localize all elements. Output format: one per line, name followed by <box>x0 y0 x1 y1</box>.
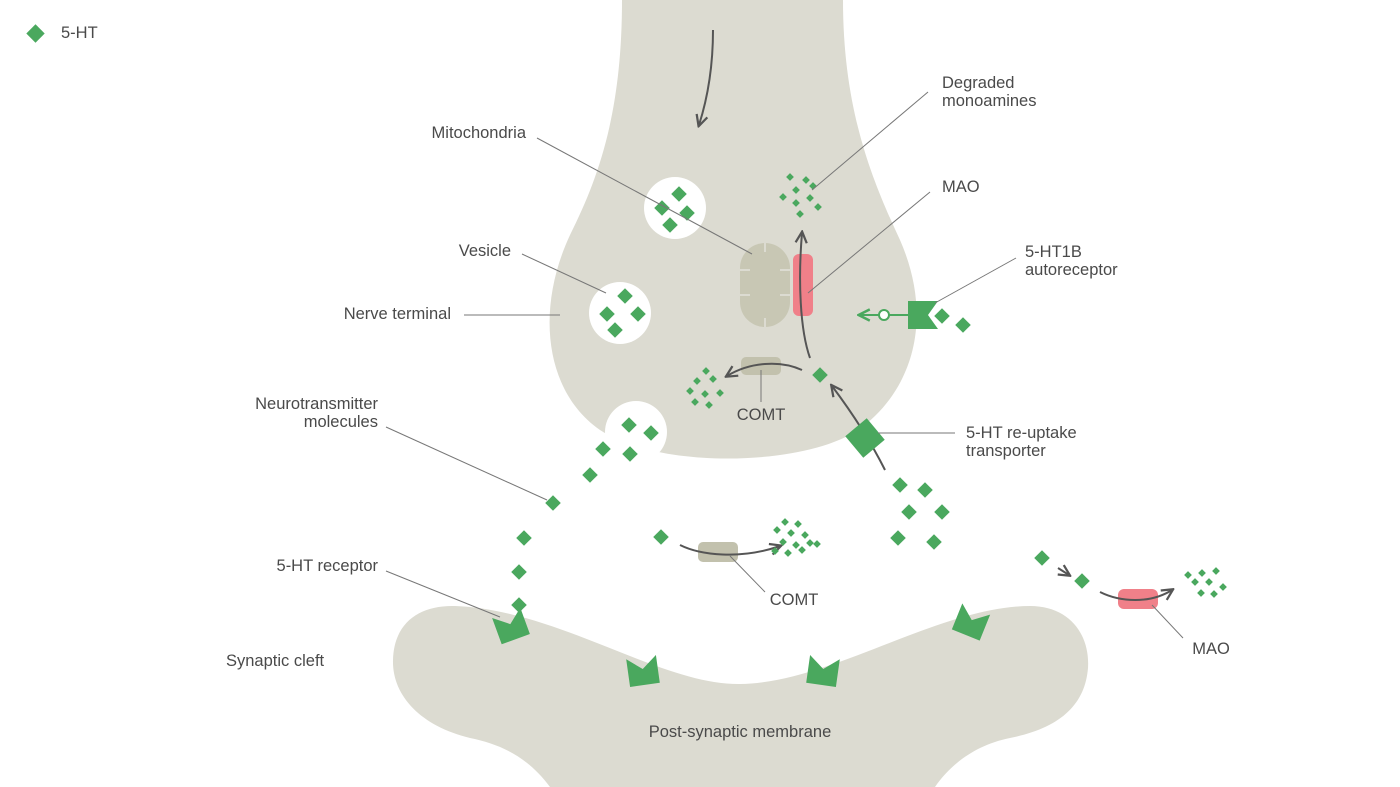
serotonin-molecule <box>654 200 670 216</box>
degraded-monoamine <box>813 540 821 548</box>
degraded-monoamine <box>792 199 800 207</box>
serotonin-molecule <box>582 467 598 483</box>
serotonin-molecule <box>890 530 906 546</box>
label-mao-right: MAO <box>1192 640 1230 658</box>
degraded-monoamine <box>702 367 710 375</box>
serotonin-molecule <box>934 308 950 324</box>
label-5ht-receptor: 5-HT receptor <box>276 557 378 575</box>
serotonin-molecule <box>901 504 917 520</box>
degraded-monoamine <box>705 401 713 409</box>
comt-enzyme-upper <box>741 357 781 375</box>
serotonin-molecule <box>545 495 561 511</box>
degraded-monoamine <box>796 210 804 218</box>
label-comt-lower: COMT <box>769 591 819 609</box>
comt-enzyme-lower <box>698 542 738 562</box>
post-synaptic-membrane <box>392 605 1089 787</box>
degraded-monoamine <box>798 546 806 554</box>
degraded-monoamine <box>786 173 794 181</box>
degraded-monoamine <box>806 194 814 202</box>
degraded-monoamine <box>779 538 787 546</box>
degraded-monoamine <box>1210 590 1218 598</box>
degraded-monoamine <box>701 390 709 398</box>
reuptake-transporter <box>845 418 885 458</box>
degraded-monoamine <box>787 529 795 537</box>
nerve-terminal <box>549 0 917 459</box>
label-mitochondria: Mitochondria <box>431 124 526 142</box>
degraded-monoamine <box>1212 567 1220 575</box>
degraded-monoamine <box>806 539 814 547</box>
label-synaptic-cleft: Synaptic cleft <box>226 652 325 670</box>
serotonin-molecule <box>955 317 971 333</box>
label-vesicle: Vesicle <box>458 242 511 260</box>
degraded-monoamine <box>779 193 787 201</box>
degraded-monoamine <box>693 377 701 385</box>
5ht-receptor <box>806 655 840 687</box>
degraded-monoamine <box>709 375 717 383</box>
degraded-monoamines <box>686 173 1227 598</box>
autoreceptor-5ht1b <box>908 301 938 329</box>
vesicle-releasing <box>605 401 667 463</box>
incoming-signal-arrow <box>699 29 714 125</box>
degraded-monoamine <box>1219 583 1227 591</box>
mao-right-arrow <box>1099 590 1172 601</box>
comt-upper-arrow <box>727 362 803 376</box>
label-autoreceptor: 5-HT1B autoreceptor <box>1025 243 1118 279</box>
mao-enzyme-top <box>793 254 813 316</box>
serotonin-molecule <box>892 477 908 493</box>
label-reuptake-transporter: 5-HT re-uptake transporter <box>966 424 1077 460</box>
degraded-monoamine <box>686 387 694 395</box>
label-comt-upper: COMT <box>736 406 786 424</box>
serotonin-molecule <box>917 482 933 498</box>
reuptake-to-mao-arrow <box>800 233 811 359</box>
serotonin-molecule <box>934 504 950 520</box>
degraded-monoamine <box>1205 578 1213 586</box>
degraded-monoamine <box>771 547 779 555</box>
serotonin-molecule <box>1034 550 1050 566</box>
label-neurotransmitter-molecules: Neurotransmitter molecules <box>255 395 378 431</box>
serotonin-molecule <box>511 564 527 580</box>
5ht-receptor <box>492 607 530 645</box>
serotonin-molecule <box>671 186 687 202</box>
degraded-monoamine <box>1198 569 1206 577</box>
degraded-monoamine <box>781 518 789 526</box>
degraded-monoamine <box>801 531 809 539</box>
leader-lines <box>385 91 1184 639</box>
serotonin-molecule <box>516 530 532 546</box>
degraded-monoamine <box>1184 571 1192 579</box>
mao-right-arrow-in <box>1057 568 1069 575</box>
degraded-monoamine <box>802 176 810 184</box>
5ht-receptor <box>951 603 991 641</box>
vesicle-middle <box>589 282 651 344</box>
degraded-monoamine <box>773 526 781 534</box>
degraded-monoamine <box>792 541 800 549</box>
degraded-monoamine <box>691 398 699 406</box>
serotonin-molecule <box>1074 573 1090 589</box>
label-post-synaptic-membrane: Post-synaptic membrane <box>648 723 832 741</box>
degraded-monoamine <box>814 203 822 211</box>
label-nerve-terminal: Nerve terminal <box>343 305 451 323</box>
label-mao-top: MAO <box>942 178 980 196</box>
mitochondrion <box>740 243 790 327</box>
legend-label: 5-HT <box>61 24 98 42</box>
degraded-monoamine <box>784 549 792 557</box>
degraded-monoamine <box>794 520 802 528</box>
serotonin-molecule <box>653 529 669 545</box>
serotonin-molecule <box>926 534 942 550</box>
serotonin-molecule <box>662 217 678 233</box>
autoreceptor-signal-node <box>878 309 890 321</box>
5ht-receptor <box>626 655 660 687</box>
label-degraded-monoamines: Degraded monoamines <box>942 74 1037 110</box>
diamond-icon <box>26 24 45 43</box>
vesicle-top <box>644 177 706 239</box>
degraded-monoamine <box>1191 578 1199 586</box>
comt-lower-arrow <box>679 545 780 556</box>
degraded-monoamine <box>1197 589 1205 597</box>
serotonin-molecule <box>511 597 527 613</box>
degraded-monoamine <box>792 186 800 194</box>
degraded-monoamine <box>716 389 724 397</box>
